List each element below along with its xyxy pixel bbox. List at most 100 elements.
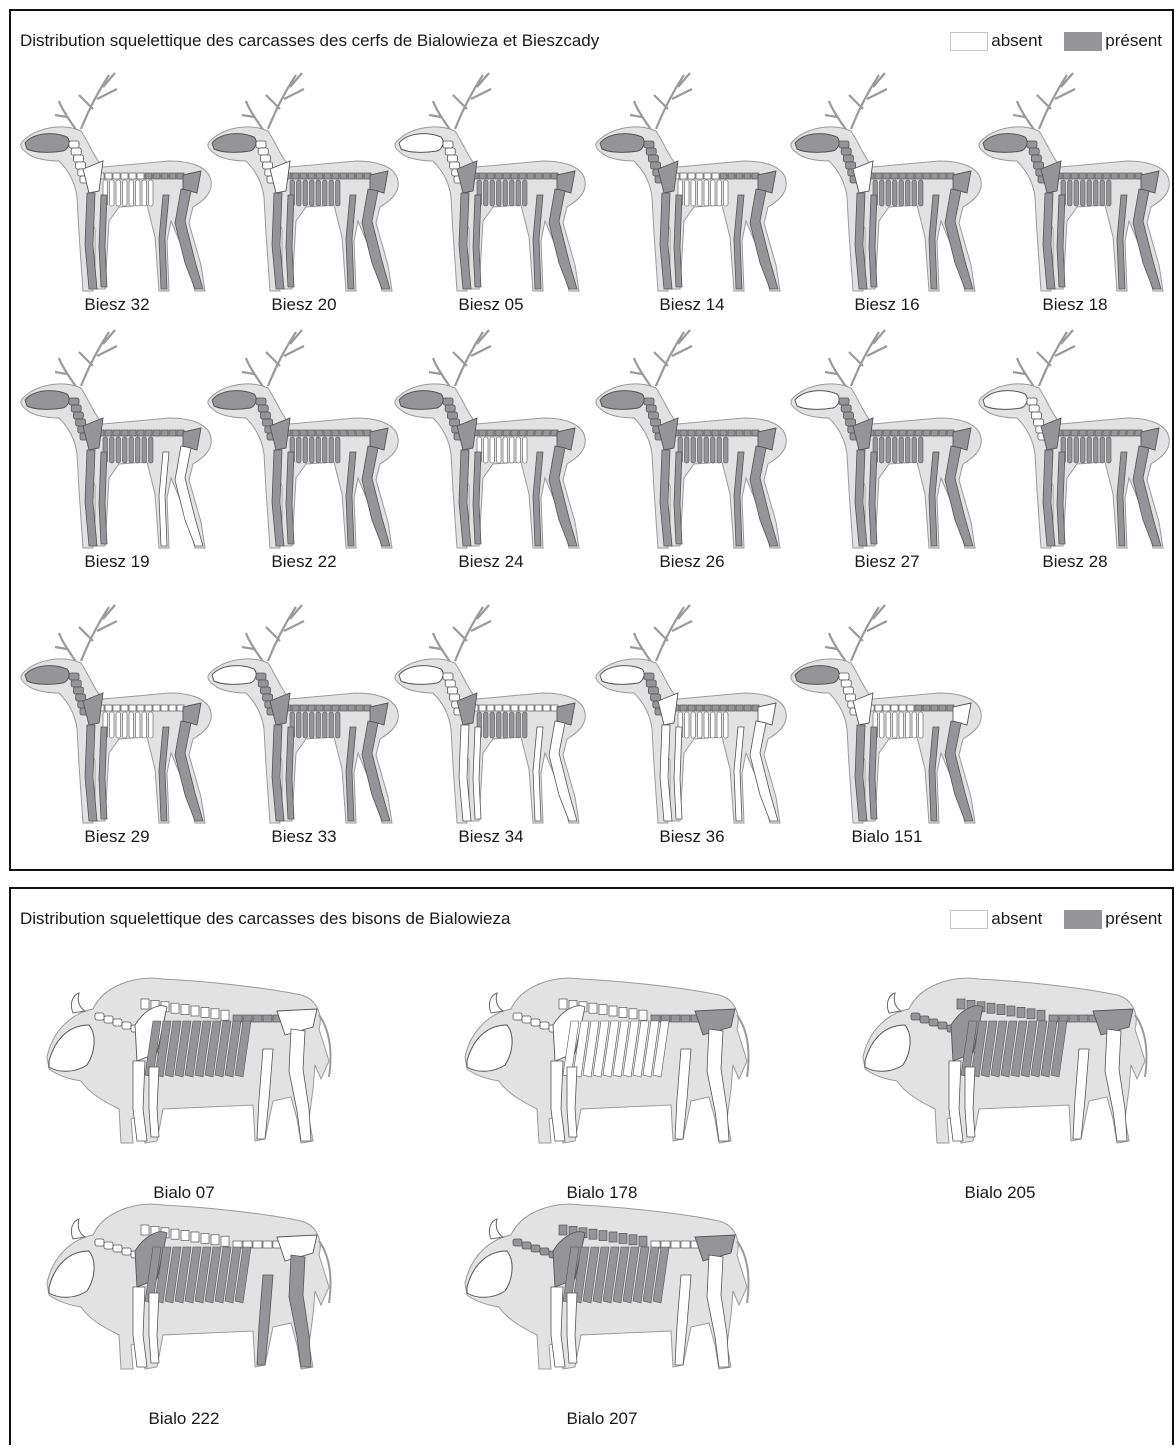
rib-cage	[677, 436, 729, 464]
hindlimb-near	[749, 188, 779, 290]
rib-bone	[128, 179, 134, 207]
thoracic-vertebra	[104, 172, 113, 180]
lumbar-vertebrae	[144, 429, 185, 437]
legend-present-swatch	[1064, 909, 1103, 929]
hindlimb-near	[548, 188, 578, 290]
hindlimb-near	[1104, 1028, 1128, 1142]
specimen-label: Biesz 22	[271, 552, 337, 571]
lumbar-vertebra	[1102, 172, 1111, 180]
hindlimb-bones	[1116, 445, 1162, 547]
rib-bone	[684, 179, 690, 207]
thoracic-vertebra	[598, 1004, 608, 1015]
hindlimb-near	[749, 720, 779, 822]
rib-bone	[115, 179, 121, 207]
deer-skeleton-diagram	[20, 72, 212, 292]
thoracic-vertebra	[112, 172, 121, 180]
rib-bone	[716, 711, 722, 739]
rib-bone	[1020, 1020, 1038, 1078]
rib-bone	[885, 436, 891, 464]
specimen-label: Biesz 14	[659, 295, 725, 314]
forelimb-far	[566, 1292, 578, 1364]
lumbar-vertebra	[331, 172, 340, 180]
cervical-vertebra	[255, 397, 267, 406]
cervical-vertebra	[1033, 161, 1044, 170]
hindlimb-bones	[674, 1028, 730, 1142]
pelvis-bone	[694, 1008, 736, 1036]
antler-shape	[54, 329, 118, 389]
hindlimb-far	[256, 1274, 274, 1366]
rib-bone	[148, 179, 154, 207]
horn-shape	[488, 992, 505, 1014]
rib-bone	[214, 1246, 232, 1304]
forelimb-near	[659, 724, 673, 822]
bison-specimen-card: Bialo 07	[33, 969, 335, 1229]
forelimb-far	[868, 726, 878, 820]
thoracic-vertebra	[628, 1008, 638, 1020]
bison-skeleton-diagram	[46, 1203, 332, 1370]
pelvis-bone	[182, 427, 202, 451]
hindlimb-bones	[532, 445, 578, 547]
cervical-vertebra	[257, 147, 269, 156]
rib-cage	[144, 1246, 252, 1304]
rib-bone	[309, 711, 315, 739]
forelimb-far	[98, 726, 108, 820]
bison-specimen-card: Bialo 178	[451, 969, 753, 1229]
rib-bone	[652, 1246, 670, 1304]
rib-bone	[328, 436, 334, 464]
rib-bone	[483, 436, 489, 464]
deer-legend: absent présent	[950, 31, 1162, 51]
rib-bone	[642, 1246, 660, 1304]
forelimb-bones	[1042, 449, 1066, 547]
skull-bone	[864, 1024, 911, 1072]
rib-bone	[905, 711, 911, 739]
bison-specimen-card: Bialo 205	[849, 969, 1151, 1229]
rib-bone	[194, 1246, 212, 1304]
rib-cage	[144, 1020, 252, 1078]
deer-skeleton-diagram	[978, 329, 1170, 549]
lumbar-vertebra	[938, 429, 947, 437]
lumbar-vertebra	[727, 172, 736, 180]
antler-shape	[1012, 72, 1076, 132]
lumbar-vertebrae	[144, 172, 185, 180]
pelvis-bone	[556, 427, 576, 451]
rib-bone	[489, 179, 495, 207]
thoracic-vertebra	[956, 998, 966, 1010]
hindlimb-bones	[733, 720, 779, 822]
cervical-vertebra	[845, 161, 856, 170]
antler-shape	[428, 329, 492, 389]
deer-skeleton-diagram	[20, 329, 212, 549]
pelvis-bone	[369, 427, 389, 451]
deer-skeleton-diagram	[595, 604, 787, 824]
forelimb-near	[550, 1286, 566, 1368]
thoracic-vertebra	[1086, 172, 1095, 180]
rib-bone	[224, 1020, 242, 1078]
antler-shape	[241, 72, 305, 132]
deer-specimen-card: Biesz 24	[393, 326, 589, 576]
cervical-vertebra	[103, 1015, 114, 1024]
lumbar-vertebrae	[1102, 172, 1143, 180]
lumbar-vertebra	[252, 1014, 263, 1023]
rib-bone	[612, 1020, 630, 1078]
thoracic-vertebra	[486, 429, 495, 437]
cervical-vertebra	[530, 1244, 541, 1253]
deer-specimen-card: Biesz 20	[206, 69, 402, 319]
hindlimb-bones	[532, 720, 578, 822]
rib-bone	[703, 436, 709, 464]
thoracic-vertebra	[695, 704, 704, 712]
specimen-label: Biesz 24	[458, 552, 524, 571]
rib-bone	[879, 436, 885, 464]
rib-bone	[572, 1246, 590, 1304]
cervical-vertebra	[928, 1018, 939, 1027]
thoracic-vertebra	[986, 1002, 996, 1014]
rib-bone	[515, 711, 521, 739]
deer-specimen-card: Biesz 28	[977, 326, 1173, 576]
forelimb-near	[458, 724, 472, 822]
hindlimb-near	[361, 720, 391, 822]
hindlimb-near	[749, 445, 779, 547]
hindlimb-far	[928, 726, 940, 822]
rib-bone	[592, 1246, 610, 1304]
bison-skeleton-diagram	[862, 977, 1148, 1144]
cervical-vertebra	[75, 418, 86, 427]
hindlimb-near	[548, 445, 578, 547]
lumbar-vertebrae	[650, 1240, 701, 1249]
